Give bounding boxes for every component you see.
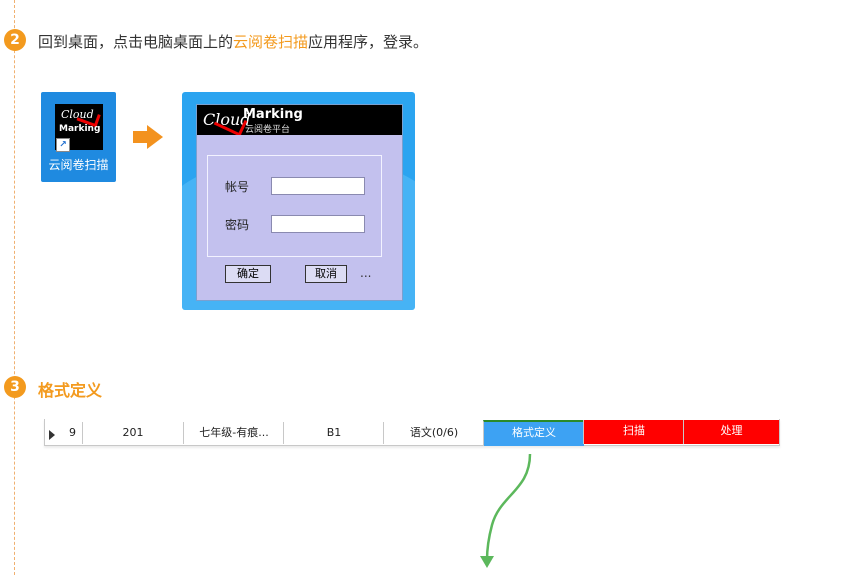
account-label: 帐号	[225, 180, 250, 194]
account-input[interactable]	[271, 177, 365, 195]
timeline-line	[14, 0, 15, 575]
desktop-shortcut-label: 云阅卷扫描	[48, 158, 109, 172]
shortcut-arrow-icon: ↗	[56, 138, 70, 152]
row-header: 9	[45, 422, 81, 444]
login-window-screenshot: Cloud Marking 云阅卷平台 帐号 密码 确定 取消 ...	[182, 92, 415, 310]
cell-exam-id: 201	[82, 422, 183, 444]
password-label: 密码	[225, 218, 250, 232]
curved-arrow-down-icon	[480, 453, 532, 568]
process-button[interactable]: 处理	[683, 420, 779, 444]
step-2-badge: 2	[4, 29, 26, 51]
more-options-button[interactable]: ...	[360, 266, 372, 280]
password-input[interactable]	[271, 215, 365, 233]
step-2-highlight: 云阅卷扫描	[233, 33, 309, 51]
login-dialog: Cloud Marking 云阅卷平台 帐号 密码 确定 取消 ...	[196, 104, 403, 301]
cell-code: B1	[283, 422, 384, 444]
step-3-badge: 3	[4, 376, 26, 398]
format-definition-button[interactable]: 格式定义	[483, 420, 584, 446]
step-3-title: 格式定义	[38, 381, 103, 400]
row-pointer-icon	[49, 430, 55, 440]
logo-subtitle: 云阅卷平台	[245, 125, 291, 135]
logo-marking-text: Marking	[243, 107, 303, 122]
logo-cloud-text: Cloud	[203, 110, 251, 129]
login-dialog-header: Cloud Marking 云阅卷平台	[197, 105, 402, 137]
login-form-panel	[207, 155, 382, 257]
row-number: 9	[69, 426, 76, 439]
desktop-shortcut-cloud-marking[interactable]: Cloud Marking ↗ 云阅卷扫描	[41, 92, 116, 182]
cancel-button[interactable]: 取消	[305, 265, 347, 283]
scan-button[interactable]: 扫描	[583, 420, 684, 444]
cell-grade-name: 七年级-有痕...	[183, 422, 284, 444]
table-row: 9 201 七年级-有痕... B1 语文(0/6) 格式定义 扫描 处理	[44, 419, 780, 446]
step-2-text-before: 回到桌面，点击电脑桌面上的	[38, 33, 234, 51]
logo-cloud-text: Cloud	[61, 108, 94, 121]
login-dialog-body: 帐号 密码 确定 取消 ...	[197, 135, 402, 300]
cell-subject: 语文(0/6)	[383, 422, 484, 444]
step-2-text-after: 应用程序，登录。	[308, 33, 429, 51]
ok-button[interactable]: 确定	[225, 265, 271, 283]
logo-marking-text: Marking	[59, 124, 101, 134]
step-2-instruction: 回到桌面，点击电脑桌面上的云阅卷扫描应用程序，登录。	[38, 31, 428, 52]
